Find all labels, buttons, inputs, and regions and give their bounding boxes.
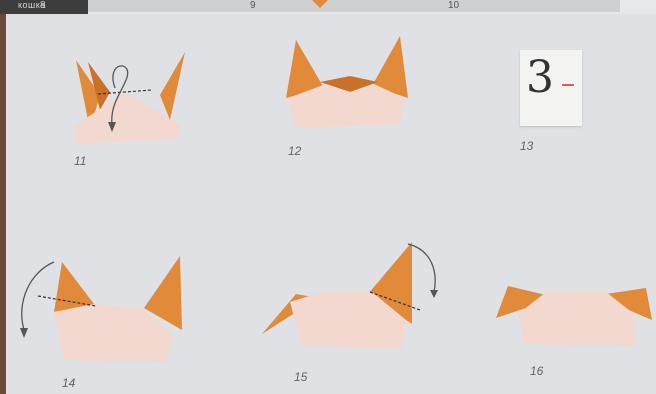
step-9-label: 9: [250, 0, 256, 11]
step-12-number: 12: [288, 144, 301, 158]
step-15-arrowhead: [430, 290, 438, 298]
step-10-label: 10: [448, 0, 459, 11]
step-14-diagram: [14, 256, 194, 366]
header-panel: [88, 0, 620, 12]
step-13-red-mark: [562, 84, 574, 86]
step-14-number: 14: [62, 376, 75, 390]
step-15-arrow: [408, 244, 435, 292]
step-14-arrowhead: [20, 328, 28, 338]
step-16-number: 16: [530, 364, 543, 378]
step-13-card: 3: [520, 50, 582, 126]
step-11-number: 11: [74, 154, 86, 168]
step-9-shape-fragment: [312, 0, 328, 8]
step-13-number: 13: [520, 139, 533, 153]
step-14-arrow: [22, 262, 54, 330]
step-15-diagram: [262, 240, 452, 350]
previous-steps-strip: кошка 8 9 10: [0, 0, 656, 14]
step-12-diagram: [280, 36, 420, 136]
step-8-label: 8: [40, 0, 46, 11]
step-15-number: 15: [294, 370, 307, 384]
step-13-glyph: 3: [526, 56, 554, 100]
step-11-diagram: [60, 40, 200, 160]
step-16-diagram: [496, 284, 656, 354]
step-11-right-ear: [160, 52, 185, 120]
